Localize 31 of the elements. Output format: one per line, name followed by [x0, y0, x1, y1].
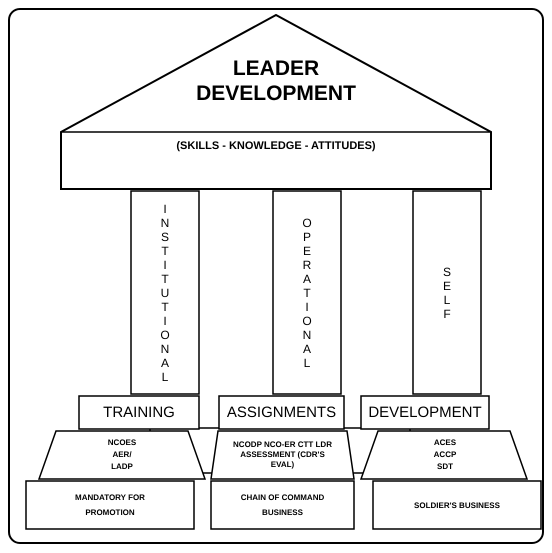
pillar-name: ASSIGNMENTS — [226, 404, 336, 421]
subtitle-text: (SKILLS - KNOWLEDGE - ATTITUDES) — [176, 140, 376, 152]
item-text: LADP — [111, 461, 133, 473]
pillar-label: OPERATIONAL — [301, 216, 313, 370]
base-block — [210, 430, 355, 480]
item-text: MANDATORY FOR PROMOTION — [74, 492, 146, 519]
pillar-capital — [78, 395, 200, 430]
item-text: CHAIN OF COMMAND BUSINESS — [240, 492, 326, 519]
item-text: ACES — [434, 437, 456, 449]
item-text: SDT — [437, 461, 453, 473]
title-text: LEADER DEVELOPMENT — [195, 56, 357, 106]
item-text: NCODP NCO-ER CTT LDR ASSESSMENT (CDR'S EVAL) — [232, 440, 332, 470]
item-text: AER/ — [112, 449, 132, 461]
pillar-label: SELF — [441, 264, 453, 320]
pillar-name: TRAINING — [103, 404, 175, 421]
pillar — [272, 190, 342, 395]
pillar-capital — [218, 395, 345, 430]
pillar-name: DEVELOPMENT — [368, 404, 482, 421]
base-block — [360, 430, 530, 480]
item-text: SOLDIER'S BUSINESS — [413, 500, 501, 512]
pillar-label: INSTITUTIONAL — [159, 202, 171, 384]
pillar-capital — [360, 395, 490, 430]
item-text: NCOES — [108, 437, 136, 449]
base-block — [38, 430, 206, 480]
item-text: ACCP — [434, 449, 456, 461]
roof-pediment — [60, 14, 492, 190]
pillar — [130, 190, 200, 395]
pillar — [412, 190, 482, 395]
plinth-block — [210, 480, 355, 530]
plinth-block — [25, 480, 195, 530]
plinth-block — [372, 480, 542, 530]
